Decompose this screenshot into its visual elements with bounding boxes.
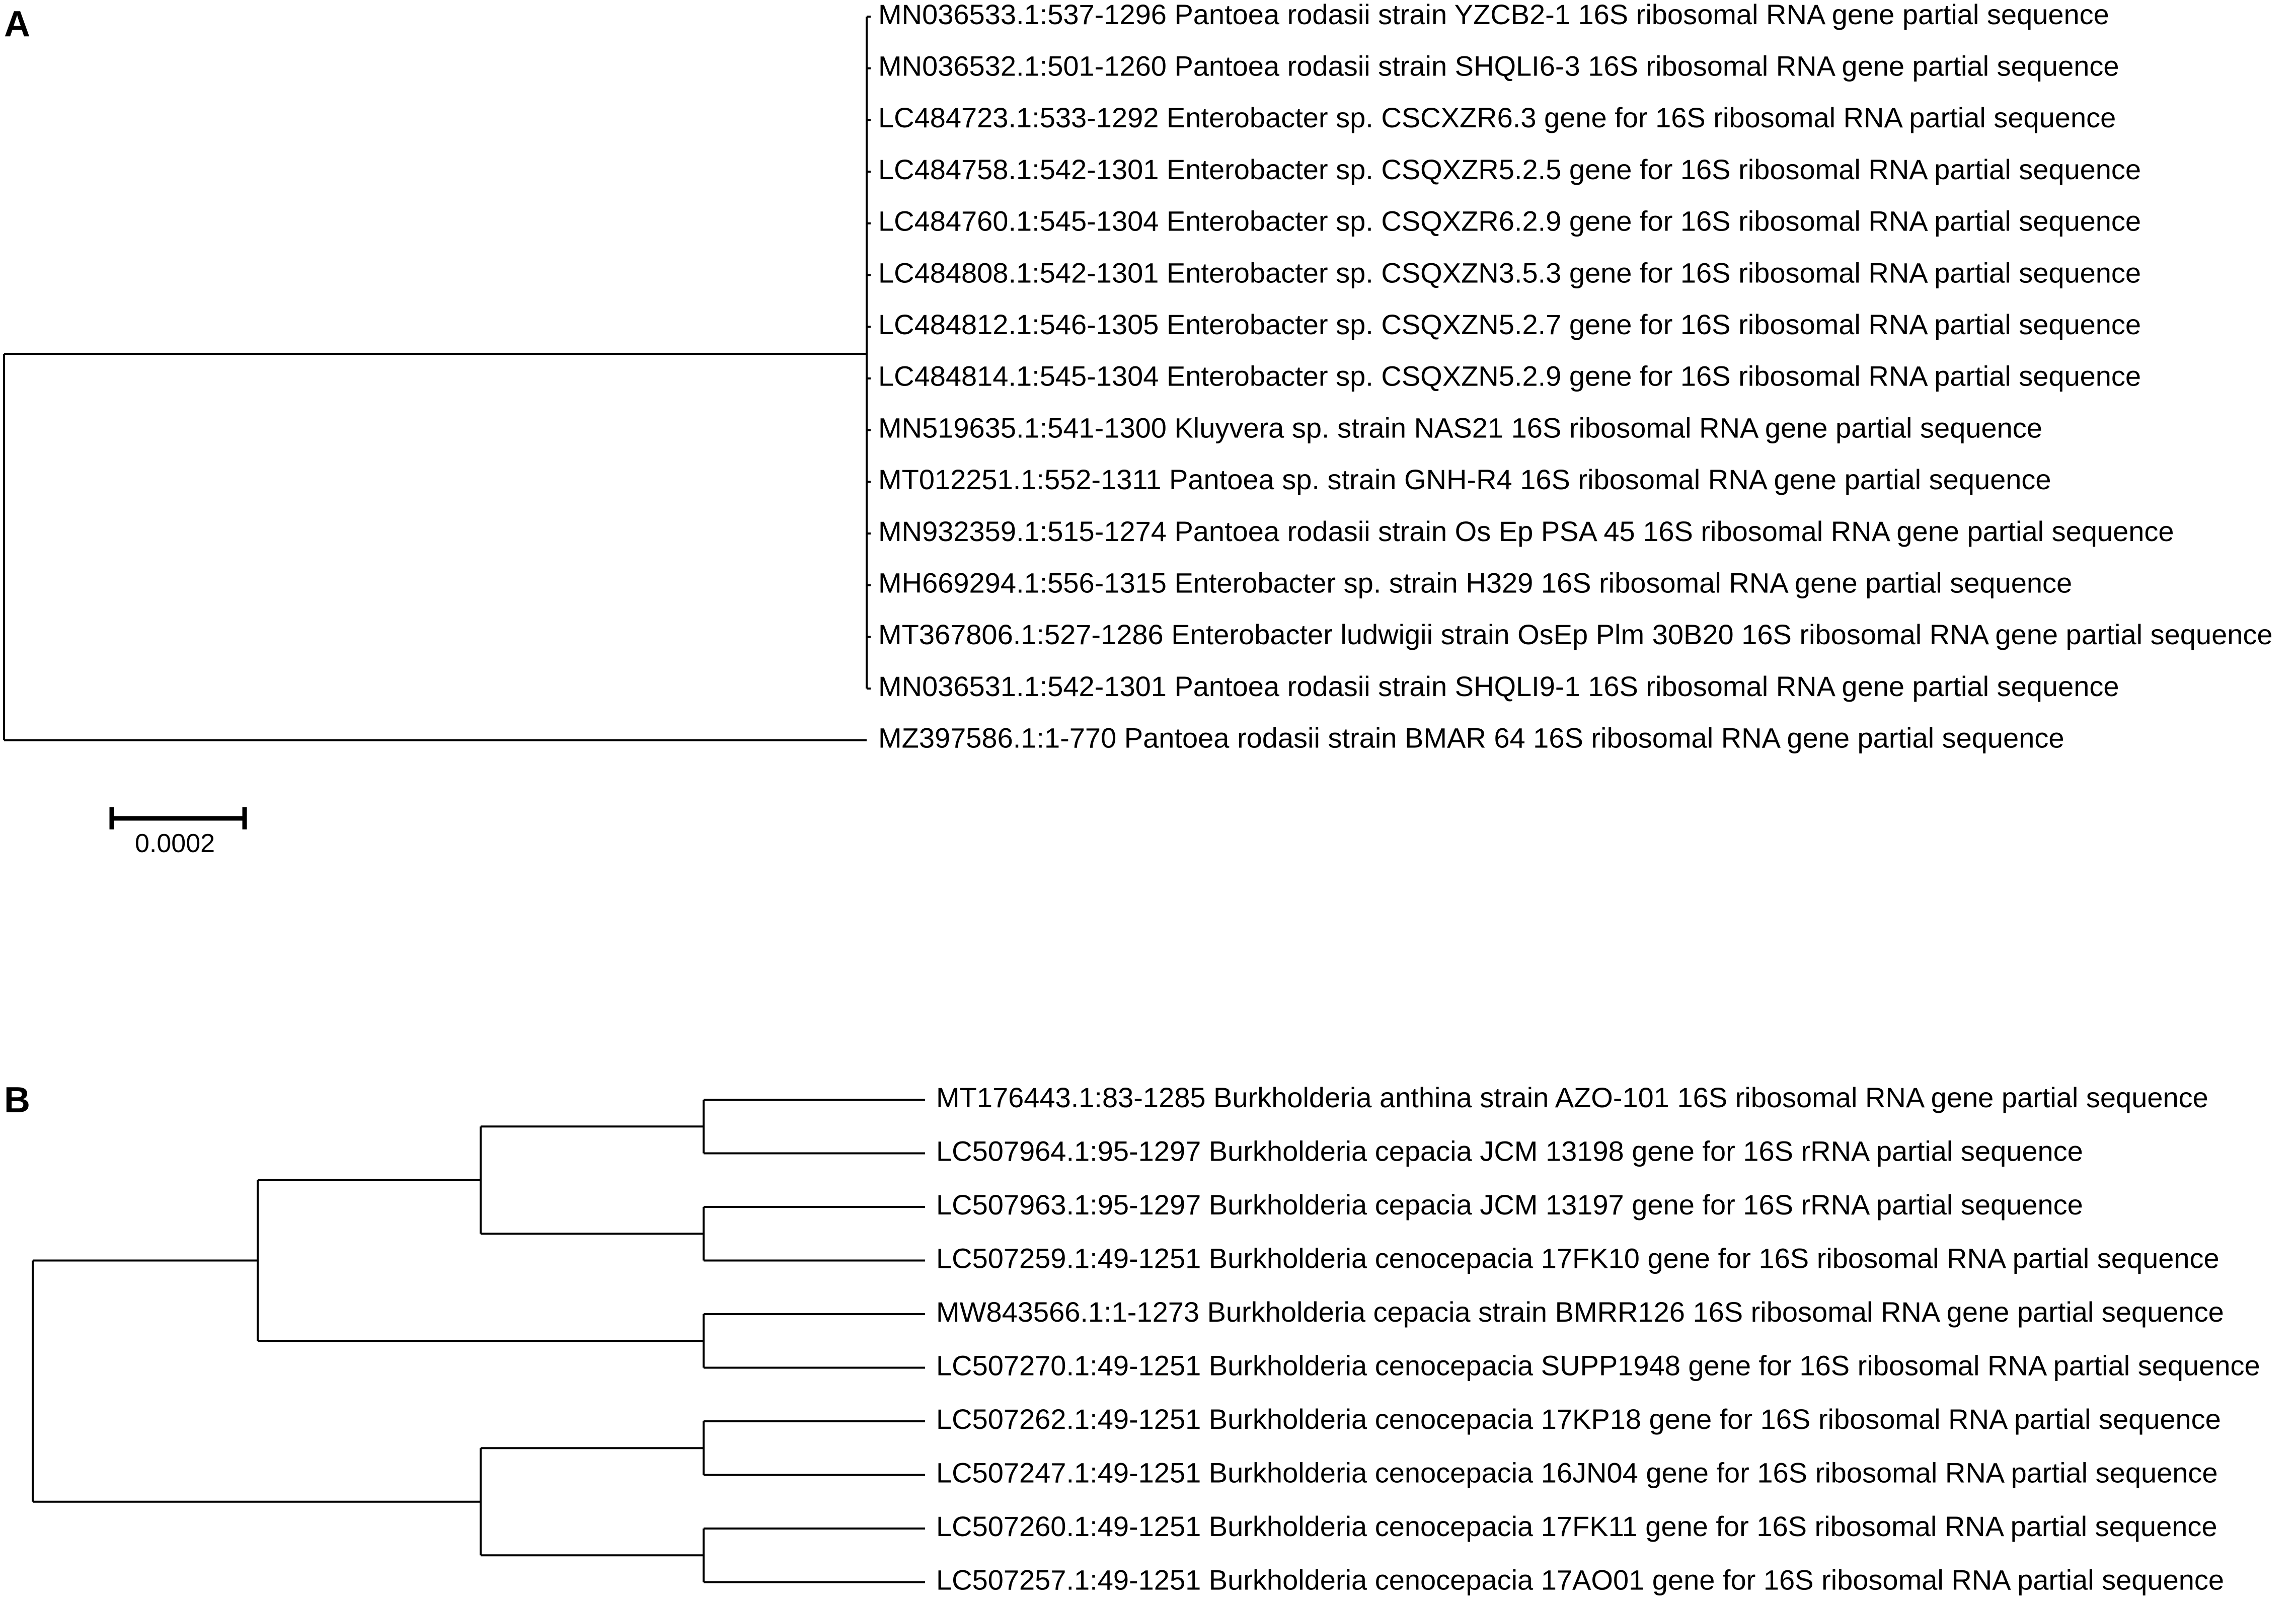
leaf-label-15: MZ397586.1:1-770 Pantoea rodasii strain …	[878, 722, 2064, 754]
leaf-label-10: LC507257.1:49-1251 Burkholderia cenocepa…	[936, 1564, 2224, 1595]
leaf-label-9: LC507260.1:49-1251 Burkholderia cenocepa…	[936, 1510, 2217, 1542]
leaf-label-3: LC507963.1:95-1297 Burkholderia cepacia …	[936, 1189, 2083, 1220]
leaf-label-7: LC507262.1:49-1251 Burkholderia cenocepa…	[936, 1403, 2221, 1435]
leaf-label-2: MN036532.1:501-1260 Pantoea rodasii stra…	[878, 50, 2119, 82]
leaf-label-10: MT012251.1:552-1311 Pantoea sp. strain G…	[878, 464, 2051, 495]
leaf-label-11: MN932359.1:515-1274 Pantoea rodasii stra…	[878, 515, 2174, 547]
leaf-label-8: LC507247.1:49-1251 Burkholderia cenocepa…	[936, 1457, 2218, 1488]
leaf-label-2: LC507964.1:95-1297 Burkholderia cepacia …	[936, 1135, 2083, 1167]
panel-b-letter: B	[4, 1080, 30, 1120]
leaf-label-4: LC484758.1:542-1301 Enterobacter sp. CSQ…	[878, 154, 2141, 185]
panel-a-letter: A	[4, 4, 30, 44]
scale-bar-label: 0.0002	[135, 829, 215, 858]
leaf-label-13: MT367806.1:527-1286 Enterobacter ludwigi…	[878, 619, 2273, 650]
leaf-label-7: LC484812.1:546-1305 Enterobacter sp. CSQ…	[878, 309, 2141, 340]
panel-b-branches	[32, 1099, 925, 1583]
panel-a-scale-bar: 0.0002	[109, 807, 247, 858]
leaf-label-4: LC507259.1:49-1251 Burkholderia cenocepa…	[936, 1242, 2220, 1274]
leaf-label-3: LC484723.1:533-1292 Enterobacter sp. CSC…	[878, 102, 2116, 133]
leaf-label-6: LC484808.1:542-1301 Enterobacter sp. CSQ…	[878, 257, 2141, 288]
leaf-label-5: LC484760.1:545-1304 Enterobacter sp. CSQ…	[878, 205, 2141, 237]
panel-a-tree: A MN036533.1:537-1296 Pantoea rodasii st…	[3, 0, 2273, 858]
leaf-label-9: MN519635.1:541-1300 Kluyvera sp. strain …	[878, 412, 2042, 443]
leaf-label-5: MW843566.1:1-1273 Burkholderia cepacia s…	[936, 1296, 2224, 1328]
leaf-label-1: MT176443.1:83-1285 Burkholderia anthina …	[936, 1082, 2208, 1113]
panel-b-leaf-labels: MT176443.1:83-1285 Burkholderia anthina …	[936, 1082, 2260, 1596]
leaf-label-14: MN036531.1:542-1301 Pantoea rodasii stra…	[878, 670, 2119, 702]
leaf-label-12: MH669294.1:556-1315 Enterobacter sp. str…	[878, 567, 2072, 598]
leaf-label-1: MN036533.1:537-1296 Pantoea rodasii stra…	[878, 0, 2109, 30]
panel-a-branches	[3, 16, 871, 741]
panel-a-leaf-labels: MN036533.1:537-1296 Pantoea rodasii stra…	[878, 0, 2273, 754]
leaf-label-8: LC484814.1:545-1304 Enterobacter sp. CSQ…	[878, 360, 2141, 392]
leaf-label-6: LC507270.1:49-1251 Burkholderia cenocepa…	[936, 1349, 2260, 1381]
panel-b-tree: B MT176443.1:83-1285 Burkholderia anthin…	[4, 1080, 2260, 1595]
